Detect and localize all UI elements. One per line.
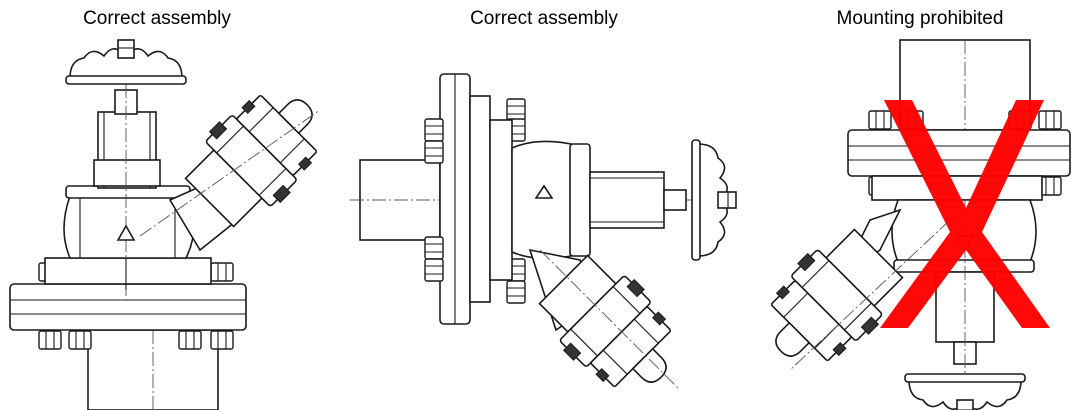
caption-panel-3: Mounting prohibited	[836, 8, 1004, 29]
caption-panel-2: Correct assembly	[470, 8, 618, 29]
caption-panel-1: Correct assembly	[83, 8, 231, 29]
valve-drawing-inverted-prohibited	[744, 39, 1071, 410]
prohibited-cross-icon	[880, 100, 1050, 328]
valve-drawing-vertical-correct	[9, 39, 344, 410]
valve-drawing-horizontal-correct	[350, 73, 737, 410]
